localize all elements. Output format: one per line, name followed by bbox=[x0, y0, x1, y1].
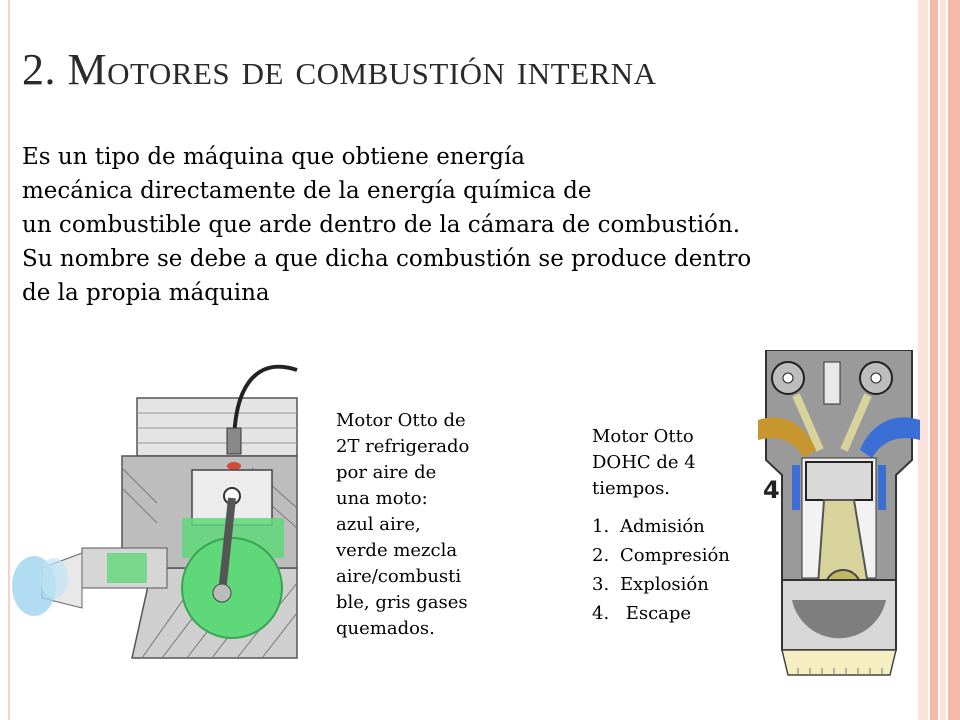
two-stroke-engine-image bbox=[12, 364, 298, 659]
step-label: Compresión bbox=[620, 545, 730, 566]
dohc-four-stroke-engine-image bbox=[758, 350, 920, 676]
stroke-steps-list: 1. Admisión 2. Compresión 3. Explosión 4. E… bbox=[592, 512, 730, 628]
left-border-line bbox=[8, 0, 10, 720]
stroke-step: 3. Explosión bbox=[592, 570, 730, 599]
step-label: Explosión bbox=[620, 574, 709, 595]
slide-body-text: Es un tipo de máquina que obtiene energí… bbox=[22, 144, 752, 306]
step-label: Admisión bbox=[620, 516, 705, 537]
step-label: Escape bbox=[620, 603, 692, 624]
left-figure-caption: Motor Otto de 2T refrigerado por aire de… bbox=[336, 410, 470, 639]
step-number: 3. bbox=[592, 574, 610, 595]
right-figure-caption: Motor Otto DOHC de 4 tiempos. bbox=[592, 426, 696, 499]
stroke-step: 4. Escape bbox=[592, 599, 730, 628]
stroke-step: 2. Compresión bbox=[592, 541, 730, 570]
step-number: 4. bbox=[592, 603, 610, 624]
step-number: 1. bbox=[592, 516, 610, 537]
slide-title: 2. Motores de combustión interna bbox=[22, 45, 657, 94]
step-number: 2. bbox=[592, 545, 610, 566]
stroke-step: 1. Admisión bbox=[592, 512, 730, 541]
stroke-number-label: 4 bbox=[763, 476, 780, 504]
decorative-right-stripes bbox=[918, 0, 960, 720]
